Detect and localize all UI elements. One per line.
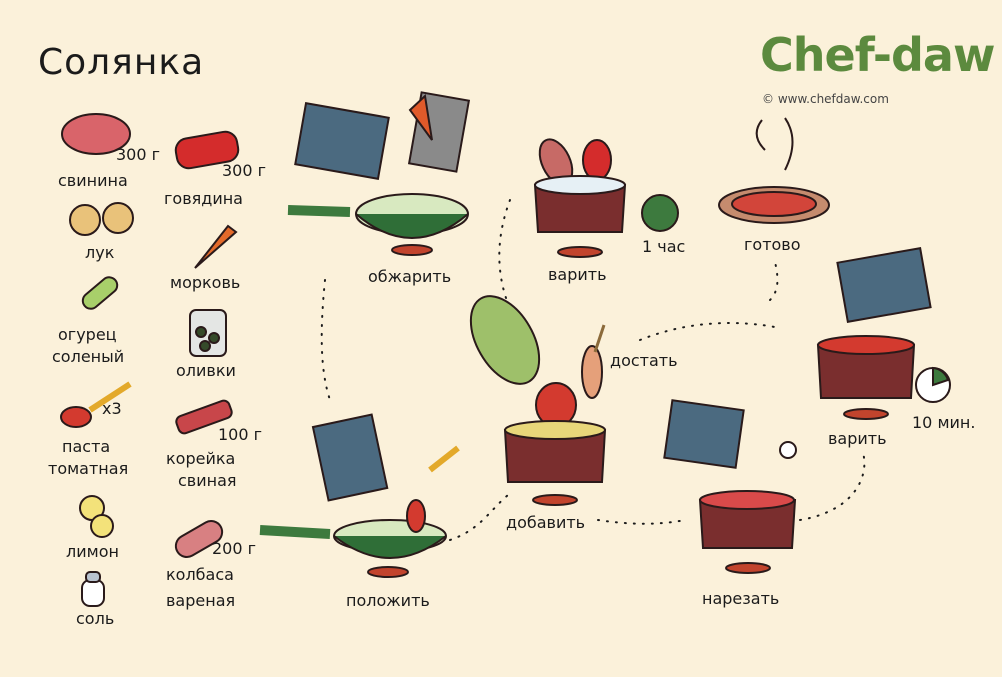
cucumber-icon	[81, 276, 119, 310]
beef-icon	[174, 130, 240, 170]
timer-1h-icon	[641, 194, 679, 232]
ingredient-pork-amount: 300 г	[116, 145, 161, 164]
cut-pot	[663, 399, 797, 574]
step-boil2: варить	[828, 429, 887, 448]
step-boil2-time: 10 мин.	[912, 413, 976, 432]
add-pot	[469, 295, 607, 506]
fry-pan-top	[287, 91, 471, 256]
step-cut: нарезать	[702, 589, 780, 608]
lemon-icon	[79, 495, 114, 538]
step-ready: готово	[744, 235, 801, 254]
onion-icon	[69, 202, 134, 236]
salt-icon	[81, 571, 105, 607]
step-boil-time: 1 час	[642, 237, 686, 256]
ingredient-lemon: лимон	[66, 542, 119, 561]
step-boil: варить	[548, 265, 607, 284]
ingredient-loin-line2: свиная	[178, 471, 237, 490]
step-add: добавить	[506, 513, 586, 532]
put-pan	[259, 413, 460, 578]
recipe-title: Солянка	[38, 42, 205, 83]
step-put: положить	[346, 591, 430, 610]
ready-bowl	[718, 117, 830, 224]
ingredient-beef-amount: 300 г	[222, 161, 267, 180]
sausage-icon	[174, 520, 224, 558]
ingredient-carrot: морковь	[170, 273, 241, 292]
brand-logo: Chef-daw	[760, 28, 995, 82]
boil-pot-top	[533, 138, 679, 258]
ingredient-paste-amount: x3	[102, 399, 122, 418]
step-take-out: достать	[610, 351, 678, 370]
ingredient-loin-amount: 100 г	[218, 425, 263, 444]
ingredient-sausage-line1: колбаса	[166, 565, 234, 584]
spoon-icon	[60, 381, 132, 428]
boil2-pot	[816, 247, 951, 420]
brand-site: © www.chefdaw.com	[762, 92, 889, 106]
ingredient-onion: лук	[85, 243, 115, 262]
ingredient-cucumber-line1: огурец	[58, 325, 117, 344]
pork-icon	[61, 113, 131, 155]
pork-loin-icon	[175, 399, 233, 435]
ingredient-paste-line1: паста	[62, 437, 111, 456]
ingredient-salt: соль	[76, 609, 115, 628]
carrot-icon	[194, 224, 238, 269]
step-fry: обжарить	[368, 267, 452, 286]
ingredient-sausage-amount: 200 г	[212, 539, 257, 558]
olives-jar-icon	[189, 309, 227, 357]
ingredient-olives: оливки	[176, 361, 236, 380]
ingredient-sausage-line2: вареная	[166, 591, 236, 610]
ingredient-pork: свинина	[58, 171, 128, 190]
ingredient-beef: говядина	[164, 189, 243, 208]
ingredient-cucumber-line2: соленый	[52, 347, 125, 366]
ingredient-paste-line2: томатная	[48, 459, 129, 478]
ingredient-loin-line1: корейка	[166, 449, 236, 468]
